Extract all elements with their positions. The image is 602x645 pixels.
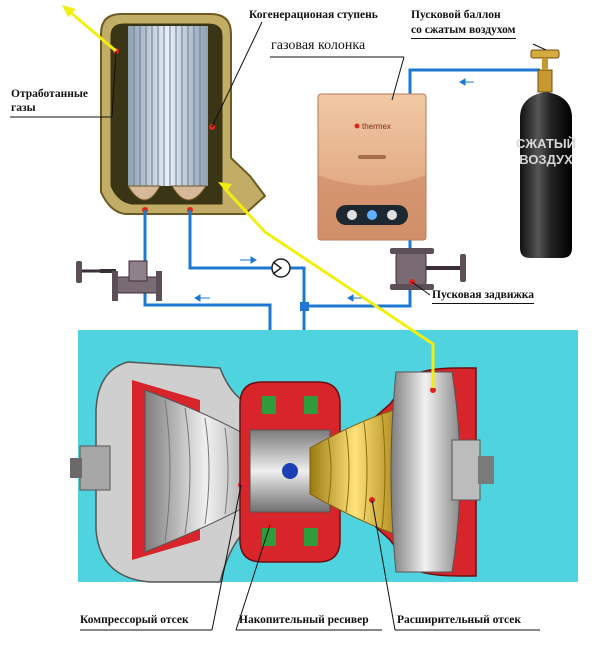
- check-valve-icon: [271, 258, 291, 278]
- label-exhaust-line2: газы: [11, 102, 36, 114]
- brand-logo: thermex: [362, 122, 391, 131]
- label-start-valve: Пусковая задвижка: [432, 289, 535, 304]
- exhaust-flow: [62, 5, 435, 388]
- expansion-section: [309, 367, 494, 577]
- compressor-section: [70, 361, 273, 583]
- label-receiver: Накопительный ресивер: [239, 614, 369, 626]
- gas-heater: thermex: [317, 93, 427, 241]
- label-gas-heater: газовая колонка: [271, 38, 366, 53]
- receiver-section: [239, 381, 341, 563]
- heat-exchanger-tubes: [128, 26, 208, 186]
- gas-cylinder-icon: СЖАТЫЙ ВОЗДУХ: [516, 49, 576, 258]
- pipe-tee: [300, 302, 309, 311]
- label-start-tank-line1: Пусковой баллон: [411, 9, 501, 21]
- valve-icon: [76, 260, 162, 301]
- tank-text-line2: ВОЗДУХ: [519, 152, 573, 167]
- start-valve: [390, 248, 466, 290]
- label-start-tank-line2: со сжатым воздухом: [411, 24, 516, 39]
- label-compressor: Компрессорый отсек: [80, 614, 189, 626]
- tank-text-line1: СЖАТЫЙ: [516, 136, 576, 151]
- leader-lines: [10, 21, 547, 631]
- label-cogeneration-stage: Когенерационая ступень: [249, 9, 378, 21]
- label-exhaust-line1: Отработанные: [11, 88, 88, 100]
- heat-exchanger: [100, 13, 267, 215]
- label-expansion: Расширительный отсек: [397, 614, 521, 626]
